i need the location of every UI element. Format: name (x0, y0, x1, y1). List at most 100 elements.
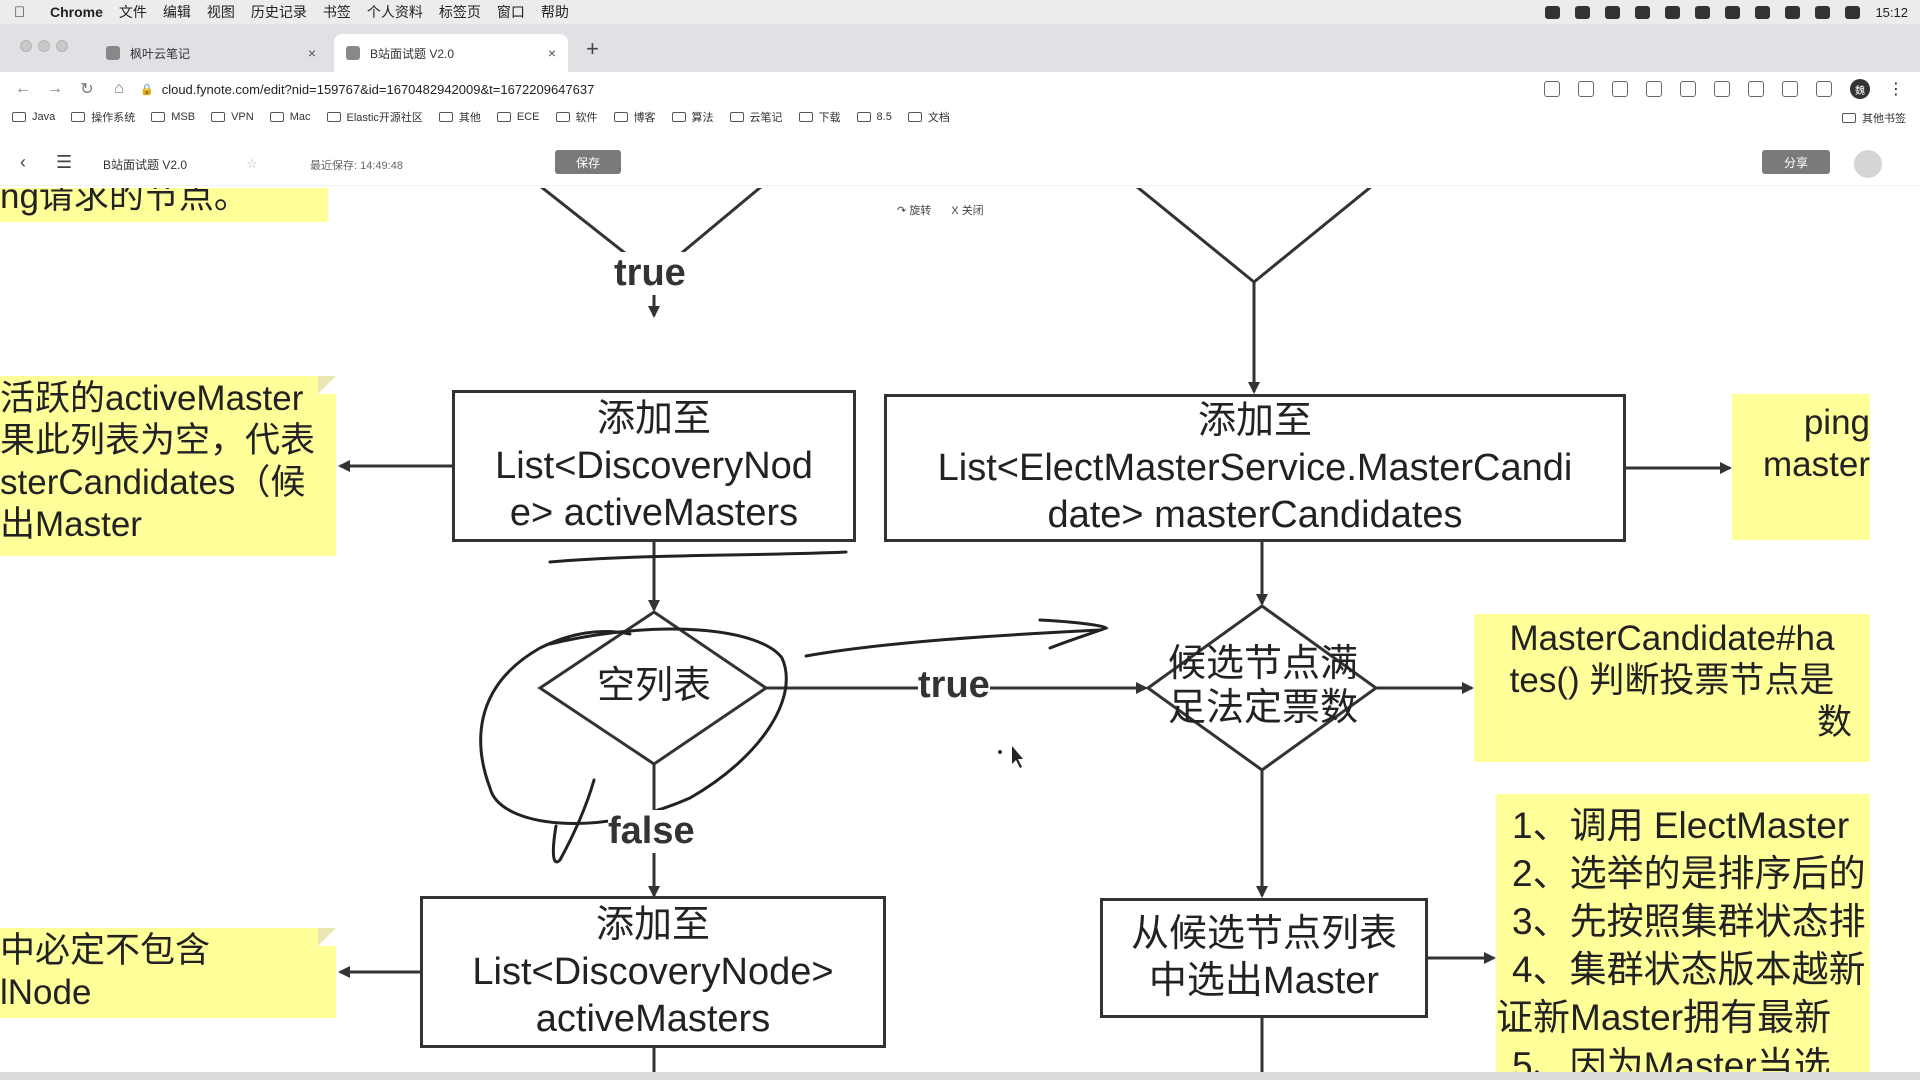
note-line: tes() 判断投票节点是 (1509, 661, 1835, 700)
bookmark-folder[interactable]: ECE (496, 111, 540, 123)
tab-interview[interactable]: B站面试题 V2.0 × (334, 34, 568, 72)
puzzle-icon[interactable] (1782, 81, 1798, 97)
bookmark-folder[interactable]: Elastic开源社区 (326, 109, 423, 125)
folder-icon (211, 112, 226, 122)
share-button[interactable]: 分享 (1762, 150, 1830, 174)
wifi-icon[interactable] (1815, 5, 1831, 19)
bookmark-item[interactable]: 8.5 (856, 111, 892, 123)
share-page-icon[interactable] (1544, 81, 1560, 97)
new-tab-button[interactable]: + (586, 36, 599, 61)
bookmark-folder[interactable]: 算法 (671, 109, 714, 125)
folder-icon (496, 112, 511, 122)
bookmark-label: 博客 (633, 112, 656, 124)
status-grid-icon[interactable] (1605, 5, 1621, 19)
window-close-button[interactable] (20, 40, 32, 52)
bookmark-folder[interactable]: 博客 (613, 109, 656, 125)
home-icon[interactable]: ⌂ (114, 80, 124, 97)
window-minimize-button[interactable] (38, 40, 50, 52)
note-line: 1、调用 ElectMaster (1512, 805, 1850, 846)
kebab-menu-icon[interactable]: ⋮ (1888, 81, 1904, 98)
wechat-icon[interactable] (1575, 5, 1591, 19)
menu-edit[interactable]: 编辑 (162, 4, 191, 20)
horizontal-scrollbar[interactable] (0, 1072, 1920, 1080)
status-area: 15:12 (1545, 0, 1908, 24)
clock[interactable]: 15:12 (1875, 4, 1908, 20)
favorite-star-icon[interactable]: ☆ (246, 156, 258, 171)
folder-icon (12, 112, 26, 122)
bookmarks-bar: Java 操作系统 MSB VPN Mac Elastic开源社区 其他 ECE… (0, 106, 1920, 128)
bookmark-folder[interactable]: Mac (269, 111, 311, 123)
macos-menubar:  Chrome 文件 编辑 视图 历史记录 书签 个人资料 标签页 窗口 帮助… (0, 0, 1920, 24)
back-arrow-icon[interactable]: ‹ (20, 152, 26, 172)
close-tab-icon[interactable]: × (547, 45, 556, 61)
other-bookmarks[interactable]: 其他书签 (1842, 110, 1906, 126)
forward-icon[interactable]: → (47, 80, 63, 97)
window-zoom-button[interactable] (56, 40, 68, 52)
note-line: 3、先按照集群状态排 (1512, 901, 1866, 942)
display-icon[interactable] (1755, 5, 1771, 19)
reload-icon[interactable]: ↻ (80, 81, 94, 98)
doc-title[interactable]: B站面试题 V2.0 (103, 158, 188, 172)
menu-help[interactable]: 帮助 (540, 4, 569, 20)
tab-title: 枫叶云笔记 (130, 46, 191, 61)
menu-file[interactable]: 文件 (118, 4, 147, 20)
browser-toolbar: ← → ↻ ⌂ 🔒 cloud.fynote.com/edit?nid=1597… (0, 72, 1920, 106)
extension-icon[interactable] (1680, 81, 1696, 97)
extension-icon[interactable] (1714, 81, 1730, 97)
apple-icon[interactable]:  (14, 4, 36, 21)
bookmark-folder[interactable]: MSB (151, 111, 195, 123)
folder-icon (269, 112, 284, 122)
bluetooth-icon[interactable] (1785, 5, 1801, 19)
rotate-button[interactable]: ↷ 旋转 (897, 205, 932, 217)
menu-window[interactable]: 窗口 (496, 4, 525, 20)
folder-icon (555, 112, 570, 122)
bookmark-label: MSB (171, 111, 196, 123)
user-avatar[interactable] (1854, 150, 1882, 178)
menu-profile[interactable]: 个人资料 (366, 4, 423, 20)
handdrawn-circle (479, 627, 788, 825)
box-line: 添加至 (1197, 399, 1312, 442)
menu-bookmarks[interactable]: 书签 (322, 4, 351, 20)
note-line: 果此列表为空，代表 (0, 421, 316, 460)
tab-fynote[interactable]: 枫叶云笔记 × (94, 34, 328, 72)
profile-avatar[interactable]: 魏 (1850, 79, 1870, 99)
bookmark-star-icon[interactable] (1578, 81, 1594, 97)
bookmark-label: 软件 (575, 112, 598, 124)
note-line: ping (1803, 403, 1870, 442)
bookmark-folder[interactable]: Java (12, 111, 55, 123)
diamond-line: 足法定票数 (1167, 687, 1358, 729)
bookmark-folder[interactable]: 软件 (555, 109, 598, 125)
folder-icon (326, 112, 341, 122)
bookmark-folder[interactable]: VPN (211, 111, 254, 123)
status-pen-icon[interactable] (1635, 5, 1651, 19)
handdrawn-check (551, 778, 596, 864)
bookmark-label: 文档 (927, 112, 950, 124)
menu-history[interactable]: 历史记录 (250, 4, 307, 20)
search-icon[interactable] (1695, 5, 1711, 19)
extension-icon[interactable] (1612, 81, 1628, 97)
battery-icon[interactable] (1725, 5, 1741, 19)
control-center-icon[interactable] (1845, 5, 1861, 19)
bookmark-item[interactable]: 下载 (798, 109, 841, 125)
status-app2-icon[interactable] (1665, 5, 1681, 19)
extension-icon[interactable] (1646, 81, 1662, 97)
note-right-hates: MasterCandidate#ha tes() 判断投票节点是 数 (1474, 614, 1870, 762)
menu-tabs[interactable]: 标签页 (438, 4, 481, 20)
bookmark-item[interactable]: 云笔记 (729, 109, 783, 125)
status-app-icon[interactable] (1545, 5, 1561, 19)
save-button[interactable]: 保存 (555, 150, 621, 174)
lock-icon[interactable]: 🔒 (140, 83, 154, 96)
close-image-button[interactable]: X 关闭 (951, 205, 984, 217)
extension-icon[interactable] (1748, 81, 1764, 97)
bookmark-folder[interactable]: 文档 (907, 109, 950, 125)
app-menu[interactable]: Chrome (50, 4, 103, 20)
close-tab-icon[interactable]: × (307, 45, 316, 61)
address-bar[interactable]: cloud.fynote.com/edit?nid=159767&id=1670… (161, 81, 595, 97)
bookmark-folder[interactable]: 其他 (438, 109, 481, 125)
bookmark-folder[interactable]: 操作系统 (71, 109, 135, 125)
hamburger-menu-icon[interactable]: ☰ (56, 152, 73, 172)
note-line: 4、集群状态版本越新 (1512, 949, 1866, 990)
sidebar-icon[interactable] (1816, 81, 1832, 97)
back-icon[interactable]: ← (15, 80, 31, 97)
menu-view[interactable]: 视图 (206, 4, 235, 20)
